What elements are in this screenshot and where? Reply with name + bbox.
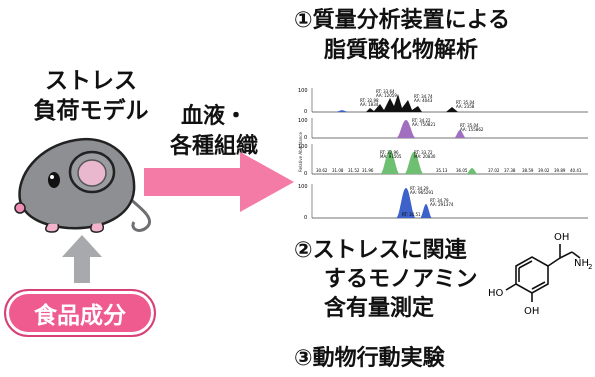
y-tick: 100 xyxy=(298,144,308,150)
peak-purple xyxy=(396,120,416,138)
x-tick: 39.02 xyxy=(538,168,550,173)
sample-label-line1: 血液・ xyxy=(180,104,247,129)
y-tick: 100 xyxy=(298,88,308,94)
step-2-line2: するモノアミン xyxy=(324,267,478,292)
y-tick: 0 xyxy=(304,135,307,141)
peak-label: AA: 12059 xyxy=(376,93,397,98)
stress-model-title: ストレス 負荷モデル xyxy=(16,66,166,126)
peak-label: AA: 1834 xyxy=(360,102,379,107)
peak-blue-2 xyxy=(420,204,432,218)
x-tick: 31.52 xyxy=(348,168,360,173)
mouse-illustration xyxy=(14,137,152,233)
chromatogram-trace-3: 100 0 RT: 32.96 MA: 91505 RT: 33.72 MA: … xyxy=(298,144,588,177)
ho-left-label: HO xyxy=(488,288,504,299)
y-tick: 0 xyxy=(304,215,307,221)
y-axis-label: Relative Abundance xyxy=(298,132,303,172)
mouse-tail xyxy=(123,192,152,232)
up-arrow-icon xyxy=(62,235,102,283)
step-2-text: ②ストレスに関連 するモノアミン 含有量測定 xyxy=(294,236,478,323)
food-component-badge: 食品成分 xyxy=(4,289,156,337)
y-tick: 100 xyxy=(298,118,308,124)
y-tick: 100 xyxy=(298,184,308,190)
mouse-nose xyxy=(14,202,26,214)
peak-blue-1 xyxy=(396,188,416,218)
x-tick: 30.62 xyxy=(316,168,328,173)
right-arrow-icon xyxy=(144,152,294,212)
step-3-text: ③動物行動実験 xyxy=(294,344,445,374)
y-tick: 0 xyxy=(304,171,307,177)
oh-top-label: OH xyxy=(554,232,569,243)
y-tick: 0 xyxy=(304,109,307,115)
monoamine-structure-icon: OH NH 2 HO OH xyxy=(488,232,592,317)
peak-green-1 xyxy=(380,150,400,174)
peak-label: RT: 34.51 xyxy=(402,212,421,217)
step-3-line1: ③動物行動実験 xyxy=(294,346,445,371)
stress-model-title-line1: ストレス xyxy=(45,68,137,94)
peak-label: RT: 32.98 xyxy=(360,98,379,103)
mouse-eye xyxy=(48,172,60,188)
x-tick: 35.13 xyxy=(436,168,448,173)
x-tick: 37.02 xyxy=(488,168,500,173)
mouse-foot-front xyxy=(45,223,60,233)
x-tick: 38.59 xyxy=(522,168,534,173)
chromatogram-trace-4: 100 0 RT: 34.29 AA: 965291 RT: 34.79 AA:… xyxy=(298,184,588,221)
chromatogram-panel: Relative Abundance 100 0 RT: 33.64 AA: 1… xyxy=(298,88,588,221)
peak-label: AA: 2358 xyxy=(456,104,475,109)
peak-label: RT: 34.29 xyxy=(410,186,429,191)
step-1-text: ①質量分析装置による 脂質酸化物解析 xyxy=(294,6,510,66)
chromatogram-trace-2: 100 0 RT: 34.22 AA: 750821 RT: 35.04 AA:… xyxy=(298,118,588,141)
x-tick: 40.41 xyxy=(570,168,582,173)
x-tick: 36.05 xyxy=(456,168,468,173)
peak-label: RT: 32.96 xyxy=(380,150,399,155)
nh2-subscript: 2 xyxy=(588,263,592,271)
mouse-foot-back xyxy=(90,222,105,233)
peak-label: AA: 155862 xyxy=(460,127,484,132)
peak-label: RT: 34.79 xyxy=(430,198,449,203)
peak-label: MA: 20830 xyxy=(414,154,436,159)
oh-bottom-label: OH xyxy=(524,306,539,317)
peak-label: AA: 965291 xyxy=(410,190,434,195)
peak-label: MA: 91505 xyxy=(380,154,402,159)
chromatogram-trace-1: 100 0 RT: 33.64 AA: 12059 RT: 34.74 AA: … xyxy=(298,88,588,115)
peak-black-cluster xyxy=(366,94,422,112)
x-tick: 39.89 xyxy=(554,168,566,173)
food-component-label: 食品成分 xyxy=(34,303,126,329)
nh2-label: NH xyxy=(574,258,589,269)
step-2-line1: ②ストレスに関連 xyxy=(294,238,467,263)
peak-label: RT: 33.64 xyxy=(376,89,395,94)
peak-label: AA: 750821 xyxy=(412,122,436,127)
x-tick: 37.38 xyxy=(504,168,516,173)
peak-label: RT: 34.74 xyxy=(414,94,433,99)
peak-label: RT: 33.72 xyxy=(414,150,433,155)
step-1-line1: ①質量分析装置による xyxy=(294,8,510,33)
peak-label: AA: 4043 xyxy=(414,98,433,103)
mouse-ear-inner xyxy=(77,159,107,187)
step-2-line3: 含有量測定 xyxy=(324,296,435,321)
stress-model-title-line2: 負荷モデル xyxy=(33,98,149,124)
step-1-line2: 脂質酸化物解析 xyxy=(324,38,479,63)
peak-label: RT: 35.04 xyxy=(456,100,475,105)
x-tick: 31.96 xyxy=(362,168,374,173)
peak-green-2 xyxy=(404,152,424,174)
peak-label: RT: 35.04 xyxy=(460,123,479,128)
x-tick: 31.08 xyxy=(332,168,344,173)
peak-label: RT: 34.22 xyxy=(412,118,431,123)
peak-label: AA: 291374 xyxy=(430,202,454,207)
